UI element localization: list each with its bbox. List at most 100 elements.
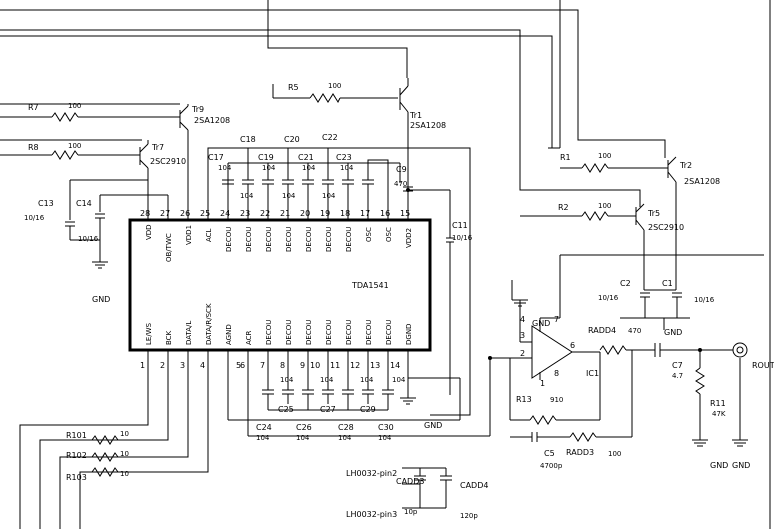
gnd-label-5: GND (732, 461, 750, 470)
c28-value: 104 (338, 434, 352, 442)
pin-7-name: DECOU (265, 320, 273, 345)
c1-label: C1 (662, 279, 673, 288)
pin-9-num: 9 (300, 361, 305, 370)
c30-label: C30 (378, 423, 394, 432)
tr5-label: Tr5 (647, 209, 660, 218)
pin-19-num: 19 (320, 209, 330, 218)
pin-26-num: 26 (180, 209, 190, 218)
opamp-ic1 (490, 254, 764, 447)
c27-label: C27 (320, 405, 336, 414)
pin-13-num: 13 (370, 361, 380, 370)
r102-value: 10 (120, 450, 129, 458)
r8-value: 100 (68, 142, 81, 150)
c-value-104c: 104 (360, 376, 374, 384)
pin-25-name: ACL (205, 228, 213, 242)
c21-value: 104 (302, 164, 316, 172)
pin-2-name: BCK (165, 330, 173, 345)
tr9-type: 2SA1208 (194, 116, 230, 125)
pin-5-num: 5 (236, 361, 241, 370)
r103-value: 10 (120, 470, 129, 478)
r102-label: R102 (66, 451, 87, 460)
pin-23-num: 23 (240, 209, 250, 218)
pin-21-name: DECOU (285, 227, 293, 252)
pin-4-num: 4 (200, 361, 205, 370)
opamp-pin-6: 6 (570, 341, 575, 350)
lh0032-pin2-label: LH0032-pin2 (346, 469, 397, 478)
r101-value: 10 (120, 430, 129, 438)
gnd-label-4: GND (710, 461, 728, 470)
cadd4-value: 120p (460, 512, 478, 520)
gnd-label-2: GND (664, 328, 682, 337)
c18-label: C18 (240, 135, 256, 144)
c14-value: 10/16 (78, 235, 99, 243)
c24-label: C24 (256, 423, 272, 432)
c28-label: C28 (338, 423, 354, 432)
r13-label: R13 (516, 395, 532, 404)
r5-label: R5 (288, 83, 299, 92)
c7-label: C7 (672, 361, 683, 370)
pin-3-num: 3 (180, 361, 185, 370)
pin-14-name: DGND (405, 324, 413, 345)
c26-value: 104 (296, 434, 310, 442)
c1-value: 10/16 (694, 296, 715, 304)
data-inputs (19, 362, 209, 529)
r101-label: R101 (66, 431, 87, 440)
pin-28-name: VDD (145, 224, 153, 240)
c5-label: C5 (544, 449, 555, 458)
c29-label: C29 (360, 405, 376, 414)
opamp-pin-4: 4 (520, 315, 525, 324)
junction-dot (406, 188, 410, 192)
pin-17-num: 17 (360, 209, 370, 218)
c23-label: C23 (336, 153, 352, 162)
pin-5-name: AGND (225, 324, 233, 345)
c2-label: C2 (620, 279, 631, 288)
pin-6-name: ACR (245, 330, 253, 345)
opamp-pin-8: 8 (554, 369, 559, 378)
junction-dot-out (698, 348, 702, 352)
pin-15-name: VDD2 (405, 228, 413, 248)
pin-16-num: 16 (380, 209, 390, 218)
c17-label: C17 (208, 153, 224, 162)
pin-21-num: 21 (280, 209, 290, 218)
tr2-label: Tr2 (679, 161, 692, 170)
opamp-pin-1: 1 (540, 379, 545, 388)
pin-10-name: DECOU (325, 320, 333, 345)
tda1541-label: TDA1541 (351, 281, 389, 290)
c11-value: 10/16 (452, 234, 473, 242)
pin-3-name: DATA/L (185, 321, 193, 345)
pin-7-num: 7 (260, 361, 265, 370)
cadd4-label: CADD4 (460, 481, 488, 490)
tr2-type: 2SA1208 (684, 177, 720, 186)
tr1-type: 2SA1208 (410, 121, 446, 130)
pin-10-num: 10 (310, 361, 320, 370)
opamp-pin-3: 3 (520, 331, 525, 340)
bottom-cap-bank (227, 358, 491, 437)
tr1-transistor (399, 78, 409, 220)
opamp-pin-7: 7 (554, 315, 559, 324)
cadd-caps (402, 467, 452, 509)
tr7-label: Tr7 (151, 143, 164, 152)
pin-26-name: VDD1 (185, 225, 193, 245)
c25-label: C25 (278, 405, 294, 414)
r11-value: 47K (712, 410, 726, 418)
r7-value: 100 (68, 102, 81, 110)
c13-label: C13 (38, 199, 54, 208)
pin-8-name: DECOU (285, 320, 293, 345)
tr9-label: Tr9 (191, 105, 204, 114)
c-value-104d: 104 (392, 376, 406, 384)
pin-11-name: DECOU (345, 320, 353, 345)
r7-label: R7 (28, 103, 39, 112)
radd4-label: RADD4 (588, 326, 616, 335)
pin-14-num: 14 (390, 361, 400, 370)
c5-value: 4700p (540, 462, 563, 470)
gnd-label-1: GND (92, 295, 110, 304)
pin-24-num: 24 (220, 209, 230, 218)
r8-tr7 (0, 139, 149, 220)
pin-11-num: 11 (330, 361, 340, 370)
c20-label: C20 (284, 135, 300, 144)
c7-value: 4.7 (672, 372, 683, 380)
radd3-label: RADD3 (566, 448, 594, 457)
r11-label: R11 (710, 399, 726, 408)
